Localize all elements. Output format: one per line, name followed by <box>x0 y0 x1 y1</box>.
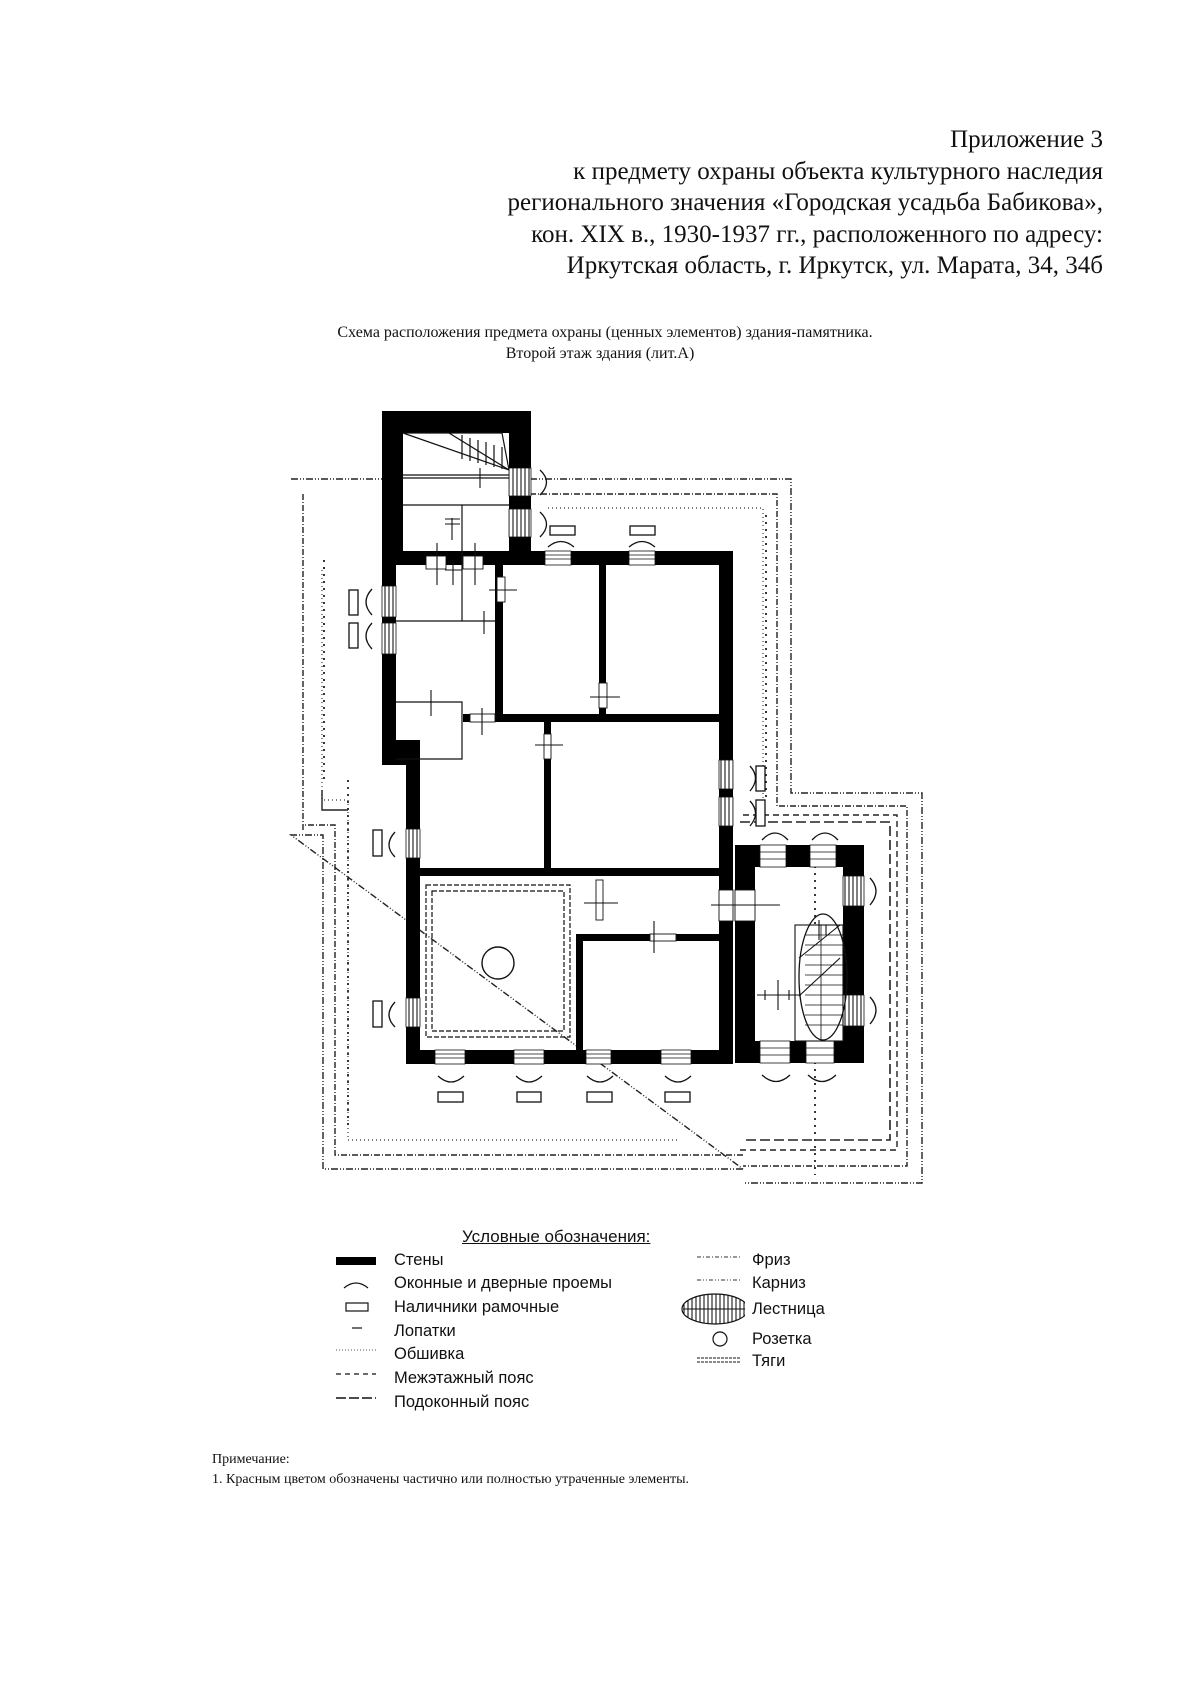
note-title: Примечание: <box>212 1452 290 1467</box>
outline-lines <box>288 478 923 1184</box>
legend-label-pilasters: Лопатки <box>394 1322 456 1340</box>
note-item: 1. Красным цветом обозначены частично ил… <box>212 1472 689 1487</box>
partitions <box>396 432 571 1038</box>
header-line-4: кон. XIX в., 1930-1937 гг., расположенно… <box>531 220 1103 248</box>
header-line-2: к предмету охраны объекта культурного на… <box>573 157 1103 185</box>
legend-label-staircase: Лестница <box>752 1300 825 1318</box>
door-marks <box>430 468 780 953</box>
legend-label-rosette: Розетка <box>752 1330 812 1348</box>
door-openings <box>425 555 756 942</box>
legend-label-walls: Стены <box>394 1251 444 1269</box>
legend-label-sill-belt: Подоконный пояс <box>394 1393 530 1411</box>
legend-label-interfloor-belt: Межэтажный пояс <box>394 1369 534 1387</box>
legend-label-cladding: Обшивка <box>394 1345 465 1363</box>
header-line-3: регионального значения «Городская усадьб… <box>507 189 1103 216</box>
legend-right-symbols <box>681 1256 745 1363</box>
plan-title: Схема расположения предмета охраны (ценн… <box>337 324 873 341</box>
rosette-icon <box>481 946 515 980</box>
legend-label-frames: Наличники рамочные <box>394 1298 560 1316</box>
legend-label-frieze: Фриз <box>752 1251 791 1269</box>
sill-belt-outline <box>740 821 891 1141</box>
legend-label-mouldings: Тяги <box>752 1352 786 1370</box>
interfloor-belt-outline <box>740 814 898 1151</box>
window-openings <box>381 467 865 1028</box>
plan-subtitle: Схема расположения предмета охраны (ценн… <box>0 322 1200 364</box>
legend-left-symbols <box>336 1257 376 1399</box>
plan-floor-label: Второй этаж здания (лит.А) <box>505 345 695 362</box>
cornice-outline <box>288 478 923 1184</box>
frieze-outline <box>302 493 908 1167</box>
document-header: Приложение 3 к предмету охраны объекта к… <box>508 124 1103 282</box>
wall-fill-icon <box>336 1257 376 1265</box>
cladding-outline <box>321 507 764 1141</box>
header-appendix-number: Приложение 3 <box>950 126 1103 153</box>
window-openings-horizontal <box>434 550 837 1065</box>
circle-icon <box>712 1331 728 1347</box>
double-dashed-line-icon <box>697 1357 740 1363</box>
frame-rect-icon <box>345 1302 369 1312</box>
note-block: Примечание: 1. Красным цветом обозначены… <box>212 1450 689 1490</box>
legend-title: Условные обозначения: <box>462 1227 651 1246</box>
legend-label-openings: Оконные и дверные проемы <box>394 1274 613 1292</box>
window-surrounds <box>348 469 877 1103</box>
arch-opening-icon <box>343 1282 369 1289</box>
hatched-ellipse-icon <box>681 1293 745 1325</box>
spiral-stair <box>757 913 848 1042</box>
legend-label-cornice: Карниз <box>752 1274 806 1292</box>
header-address: Иркутская область, г. Иркутск, ул. Марат… <box>566 252 1103 279</box>
